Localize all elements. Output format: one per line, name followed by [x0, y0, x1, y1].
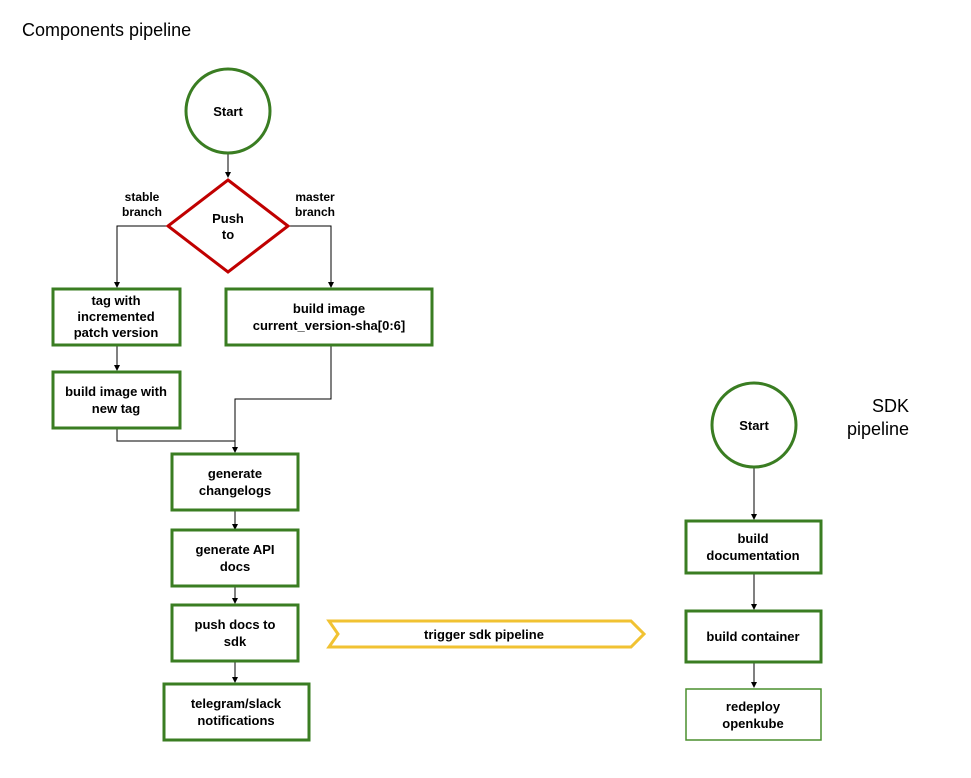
api-docs-box[interactable]: generate API docs — [170, 528, 300, 588]
redeploy-openkube-box[interactable]: redeploy openkube — [685, 688, 822, 741]
components-pipeline-title: Components pipeline — [22, 20, 192, 40]
build-docs-line1: build — [737, 531, 768, 546]
push-docs-line2: sdk — [224, 634, 247, 649]
master-label-line1: master — [295, 190, 335, 204]
edge-build-image-merge — [232, 345, 332, 453]
api-docs-line1: generate API — [196, 542, 275, 557]
decision-line2: to — [222, 227, 234, 242]
decision-line1: Push — [212, 211, 244, 226]
changelogs-line2: changelogs — [199, 483, 271, 498]
edge-decision-to-build-image — [288, 225, 334, 288]
edge-build-new-tag-merge — [116, 428, 235, 442]
build-image-box[interactable]: build image current_version-sha[0:6] — [224, 287, 434, 347]
sdk-start-label: Start — [739, 418, 769, 433]
build-image-line1: build image — [293, 301, 365, 316]
tag-line1: tag with — [91, 293, 140, 308]
start-node[interactable]: Start — [184, 67, 272, 155]
sdk-title-line2: pipeline — [846, 419, 909, 439]
build-image-line2: current_version-sha[0:6] — [253, 318, 405, 333]
api-docs-line2: docs — [220, 559, 250, 574]
tag-line3: patch version — [74, 325, 159, 340]
push-docs-box[interactable]: push docs to sdk — [170, 603, 300, 663]
trigger-label: trigger sdk pipeline — [424, 627, 544, 642]
changelogs-box[interactable]: generate changelogs — [170, 452, 300, 512]
tag-line2: incremented — [77, 309, 154, 324]
edge-decision-to-tag — [114, 225, 168, 288]
push-docs-line1: push docs to — [195, 617, 276, 632]
push-decision[interactable]: Push to — [165, 178, 291, 274]
sdk-start-node[interactable]: Start — [710, 381, 798, 469]
sdk-title-line1: SDK — [871, 396, 909, 416]
notifications-box[interactable]: telegram/slack notifications — [162, 682, 311, 742]
stable-label-line2: branch — [122, 205, 162, 219]
redeploy-line1: redeploy — [726, 699, 781, 714]
build-container-label: build container — [706, 629, 799, 644]
stable-label-line1: stable — [125, 190, 160, 204]
tag-version-box[interactable]: tag with incremented patch version — [51, 287, 182, 347]
master-branch-label: master branch — [295, 190, 335, 219]
build-new-tag-box[interactable]: build image with new tag — [51, 370, 182, 430]
notifications-line2: notifications — [197, 713, 274, 728]
build-container-box[interactable]: build container — [684, 609, 823, 664]
build-new-tag-line1: build image with — [65, 384, 167, 399]
trigger-sdk-pipeline-arrow[interactable]: trigger sdk pipeline — [326, 619, 647, 649]
redeploy-line2: openkube — [722, 716, 783, 731]
notifications-line1: telegram/slack — [191, 696, 282, 711]
stable-branch-label: stable branch — [122, 190, 162, 219]
changelogs-line1: generate — [208, 466, 262, 481]
build-documentation-box[interactable]: build documentation — [684, 519, 823, 575]
build-new-tag-line2: new tag — [92, 401, 140, 416]
build-docs-line2: documentation — [706, 548, 799, 563]
connectors — [114, 153, 757, 688]
sdk-pipeline-title: SDK pipeline — [847, 395, 909, 441]
start-label: Start — [213, 104, 243, 119]
master-label-line2: branch — [295, 205, 335, 219]
